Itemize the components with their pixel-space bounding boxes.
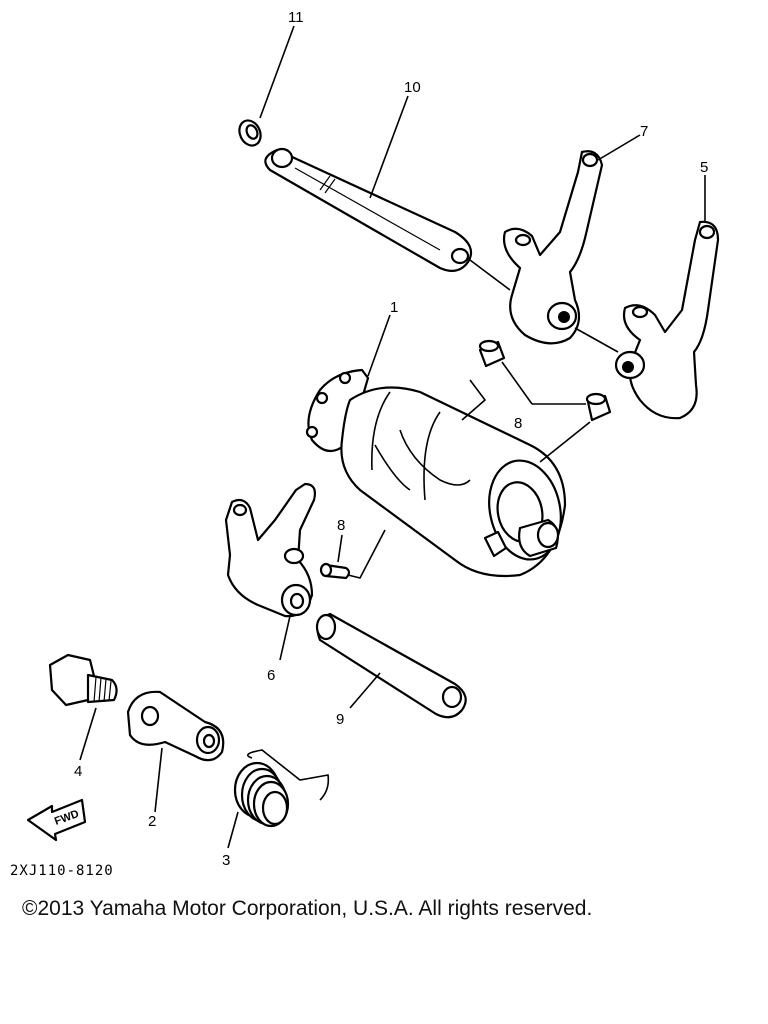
callout-11: 11 — [288, 9, 304, 26]
part-8-guide-pin-b — [585, 392, 612, 422]
part-6-shift-fork — [224, 482, 317, 618]
part-11-circlip — [238, 119, 262, 147]
callout-1: 1 — [390, 299, 398, 316]
copyright-notice: ©2013 Yamaha Motor Corporation, U.S.A. A… — [22, 897, 593, 920]
part-4-bolt — [48, 653, 118, 707]
callout-9: 9 — [336, 711, 344, 728]
part-7-shift-fork — [502, 150, 604, 345]
part-3-torsion-spring — [233, 749, 330, 828]
diagram-code: 2XJ110-8120 — [10, 863, 114, 879]
callout-4: 4 — [74, 763, 82, 780]
callout-labels: 11 10 7 5 1 8 8 6 9 4 2 3 — [74, 9, 708, 869]
callout-3: 3 — [222, 852, 230, 869]
callout-7: 7 — [640, 123, 648, 140]
part-8-guide-pin-c — [319, 562, 351, 580]
part-8-guide-pin-a — [478, 339, 506, 368]
part-9-shift-fork-shaft — [315, 612, 467, 719]
callout-5: 5 — [700, 159, 708, 176]
part-5-shift-fork — [614, 220, 720, 420]
callout-8-upper: 8 — [514, 415, 522, 432]
part-2-stopper-lever — [126, 690, 225, 762]
leader-lines — [79, 25, 706, 849]
callout-2: 2 — [148, 813, 156, 830]
fwd-arrow-icon: FWD — [26, 798, 87, 842]
part-1-shift-cam — [305, 368, 567, 578]
callout-6: 6 — [267, 667, 275, 684]
callout-10: 10 — [404, 79, 421, 96]
callout-8-lower: 8 — [337, 517, 345, 534]
part-10-shift-fork-shaft — [264, 147, 473, 273]
